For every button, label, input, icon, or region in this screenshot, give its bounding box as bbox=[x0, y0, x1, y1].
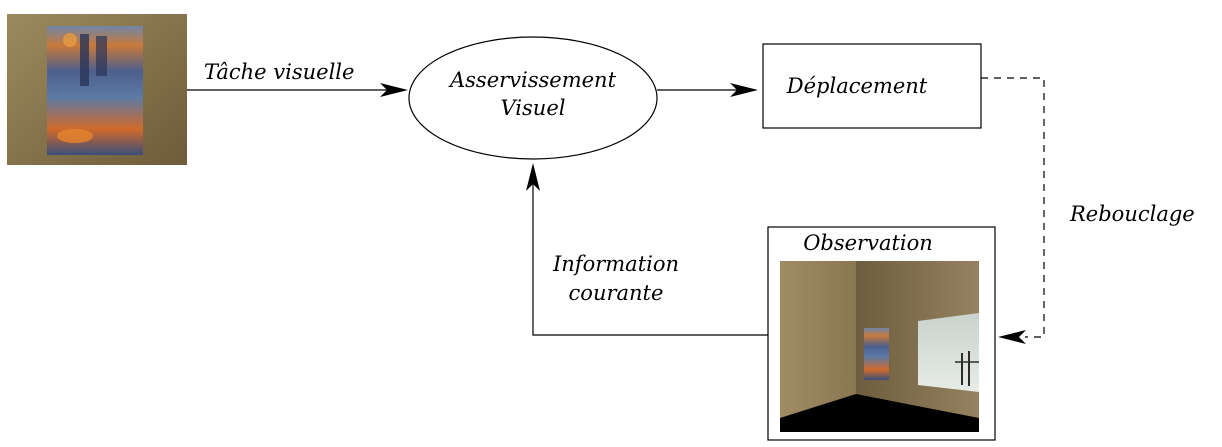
deplacement-label: Déplacement bbox=[786, 74, 928, 98]
information-label-line1: Information bbox=[552, 252, 679, 276]
snow-painting bbox=[918, 313, 979, 392]
arrow-information-feedback bbox=[526, 163, 768, 336]
observation-image bbox=[780, 261, 979, 432]
asservissement-label-line1: Asservissement bbox=[448, 68, 617, 92]
asservissement-label-line2: Visuel bbox=[501, 96, 566, 120]
target-image bbox=[7, 14, 187, 165]
deplacement-node: Déplacement bbox=[762, 43, 982, 129]
rebouclage-path bbox=[981, 77, 1045, 344]
floor bbox=[780, 394, 979, 432]
sun bbox=[63, 33, 77, 47]
sun-reflection bbox=[57, 129, 93, 143]
observation-label: Observation bbox=[803, 231, 933, 255]
label-tache-visuelle: Tâche visuelle bbox=[204, 60, 354, 84]
information-label-line2: courante bbox=[569, 281, 664, 305]
left-wall bbox=[780, 261, 856, 418]
asservissement-node: Asservissement Visuel bbox=[408, 36, 658, 160]
label-rebouclage: Rebouclage bbox=[1069, 202, 1195, 226]
asservissement-ellipse bbox=[408, 36, 658, 160]
tower-silhouette bbox=[96, 36, 107, 76]
arrow-task-input bbox=[187, 83, 408, 97]
deplacement-box bbox=[762, 43, 982, 129]
arrow-to-deplacement bbox=[657, 83, 758, 97]
tower-silhouette bbox=[80, 34, 89, 86]
small-monet-painting bbox=[864, 328, 889, 380]
observation-node: Observation bbox=[767, 226, 996, 441]
